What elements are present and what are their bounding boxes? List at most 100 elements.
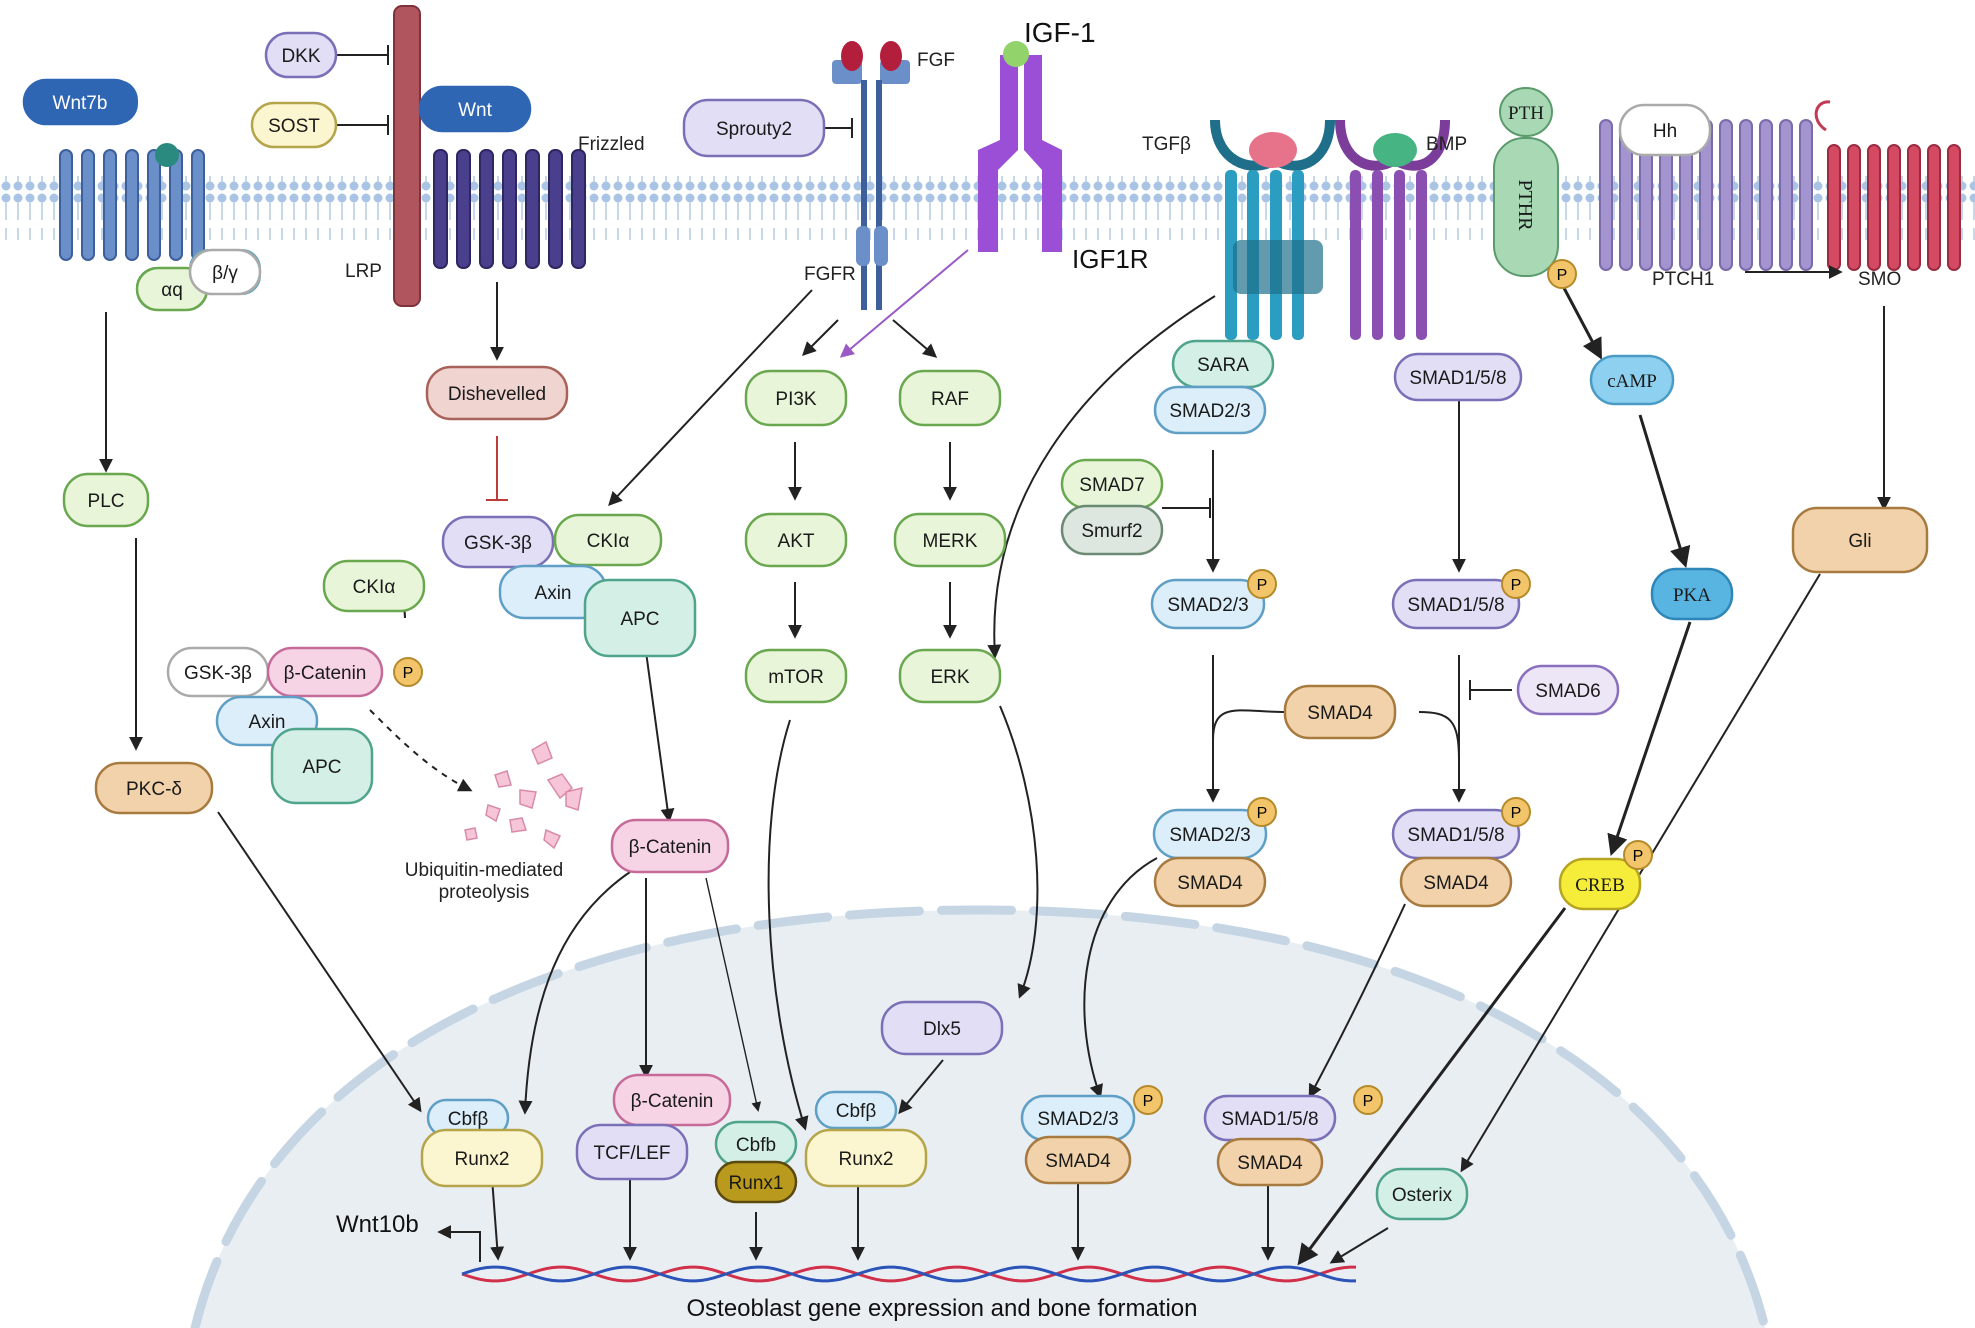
ckia-node-shape bbox=[553, 513, 663, 567]
nuc-smad4-b-node-label: SMAD4 bbox=[1237, 1153, 1303, 1174]
camp-node: cAMP bbox=[1589, 354, 1675, 406]
raf-node: RAF bbox=[898, 369, 1002, 427]
cbfb-small-node-label: Cbfb bbox=[736, 1135, 776, 1156]
pth-ligand: PTH bbox=[1508, 103, 1544, 124]
smad4-complex-node-shape bbox=[1153, 856, 1267, 908]
smad158-phospho-node-label: SMAD1/5/8 bbox=[1407, 595, 1504, 616]
akt-node-label: AKT bbox=[778, 531, 815, 552]
pka-node-shape bbox=[1650, 567, 1734, 621]
phospho-deg-label: P bbox=[403, 665, 414, 682]
nuc-smad4-b-node-shape bbox=[1216, 1137, 1324, 1187]
smad158-node-shape bbox=[1393, 352, 1523, 402]
apc-node: APC bbox=[583, 578, 697, 658]
nucleus bbox=[190, 905, 1770, 1328]
gli-node: Gli bbox=[1791, 506, 1929, 574]
bmp-label: BMP bbox=[1426, 134, 1467, 155]
mtor-node: mTOR bbox=[744, 648, 848, 704]
fgf-label: FGF bbox=[917, 50, 955, 71]
pka-node-label: PKA bbox=[1673, 585, 1711, 606]
pkc-delta-node-shape bbox=[94, 761, 214, 815]
runx2-1-node: Runx2 bbox=[420, 1128, 544, 1188]
smad7-node-label: SMAD7 bbox=[1079, 475, 1144, 496]
igf1r-label: IGF1R bbox=[1072, 244, 1149, 274]
dishevelled-node: Dishevelled bbox=[425, 365, 569, 421]
dkk-inhibitor-label: DKK bbox=[281, 46, 320, 67]
smad158-node-label: SMAD1/5/8 bbox=[1409, 368, 1506, 389]
smad4-bmp-complex-node-shape bbox=[1399, 856, 1513, 908]
deg-ckia-node: CKIα bbox=[322, 559, 426, 613]
runx2-1-node-label: Runx2 bbox=[455, 1149, 510, 1170]
ubiquitin-label-line1: Ubiquitin-mediated bbox=[405, 860, 563, 881]
axin-node-label: Axin bbox=[535, 583, 572, 604]
inhibition-edges bbox=[336, 45, 1512, 700]
camp-node-label: cAMP bbox=[1607, 371, 1657, 392]
g-alpha-q-label: αq bbox=[161, 280, 183, 301]
smad6-node-shape bbox=[1516, 664, 1620, 716]
nuc-smad4-node: SMAD4 bbox=[1024, 1135, 1132, 1185]
nuc-smad158-node-label: SMAD1/5/8 bbox=[1221, 1109, 1318, 1130]
beta-catenin-node: β-Catenin bbox=[610, 818, 730, 874]
osterix-node: Osterix bbox=[1375, 1167, 1469, 1221]
pth-ligand-label: PTH bbox=[1508, 103, 1544, 124]
phospho-deg: P bbox=[393, 657, 423, 687]
hh-ligand-shape bbox=[1618, 103, 1712, 157]
tcf-lef-node-label: TCF/LEF bbox=[593, 1143, 670, 1164]
smad4-complex-node-label: SMAD4 bbox=[1177, 873, 1243, 894]
nuc-beta-catenin-node-shape bbox=[612, 1073, 732, 1127]
runx1-node: Runx1 bbox=[714, 1160, 798, 1204]
nuc-smad158-node: SMAD1/5/8 bbox=[1203, 1094, 1337, 1142]
g-beta-gamma-label: β/γ bbox=[212, 263, 238, 284]
beta-catenin-node-shape bbox=[610, 818, 730, 874]
smad23-node-shape bbox=[1153, 385, 1267, 435]
membrane-labels: Frizzled LRP FGF FGFR IGF-1 IGF1R TGFβ B… bbox=[336, 17, 1901, 1322]
smad4-complex-node: SMAD4 bbox=[1153, 856, 1267, 908]
nuc-smad23-node: SMAD2/3 bbox=[1020, 1094, 1136, 1142]
pathway-edges bbox=[99, 265, 1891, 1266]
deg-ckia-node-label: CKIα bbox=[353, 577, 396, 598]
ligand-wnt7b-label: Wnt7b bbox=[53, 93, 108, 114]
phospho-nuc-smad23-label: P bbox=[1143, 1093, 1154, 1110]
akt-node-shape bbox=[744, 512, 848, 568]
phospho-nuc-smad158: P bbox=[1353, 1085, 1383, 1115]
smad4-bmp-complex-node: SMAD4 bbox=[1399, 856, 1513, 908]
fgfr-label: FGFR bbox=[804, 264, 856, 285]
deg-apc-node: APC bbox=[270, 727, 374, 805]
phospho-creb: P bbox=[1623, 840, 1653, 870]
smurf2-node-shape bbox=[1060, 504, 1164, 556]
igf1r-receptor bbox=[978, 41, 1062, 252]
deg-gsk3b-node-label: GSK-3β bbox=[184, 663, 252, 684]
erk-node-shape bbox=[898, 648, 1002, 704]
smad23-phospho-node-shape bbox=[1150, 578, 1266, 630]
osterix-node-shape bbox=[1375, 1167, 1469, 1221]
smad23-phospho-node: SMAD2/3 bbox=[1150, 578, 1266, 630]
nuc-smad4-b-node: SMAD4 bbox=[1216, 1137, 1324, 1187]
deg-gsk3b-node: GSK-3β bbox=[166, 646, 270, 698]
smad4-node-label: SMAD4 bbox=[1307, 703, 1373, 724]
smad6-node-label: SMAD6 bbox=[1535, 681, 1600, 702]
apc-node-shape bbox=[583, 578, 697, 658]
sost-inhibitor-shape bbox=[250, 101, 338, 149]
igf1-label: IGF-1 bbox=[1024, 17, 1096, 48]
gsk3b-node-shape bbox=[441, 515, 555, 569]
gli-node-label: Gli bbox=[1848, 531, 1871, 552]
smo-receptor bbox=[1814, 100, 1961, 271]
phospho-smad158-c-label: P bbox=[1511, 805, 1522, 822]
cbfb-2-node-label: Cbfβ bbox=[836, 1101, 877, 1122]
runx2-2-node-shape bbox=[804, 1128, 928, 1188]
nuc-smad23-node-label: SMAD2/3 bbox=[1037, 1109, 1118, 1130]
merk-node-label: MERK bbox=[923, 531, 978, 552]
mtor-node-shape bbox=[744, 648, 848, 704]
pka-node: PKA bbox=[1650, 567, 1734, 621]
runx2-1-node-shape bbox=[420, 1128, 544, 1188]
g-beta-gamma: β/γ bbox=[188, 248, 262, 296]
ligand-wnt: Wnt bbox=[418, 85, 532, 133]
gsk3b-node: GSK-3β bbox=[441, 515, 555, 569]
runx2-2-node: Runx2 bbox=[804, 1128, 928, 1188]
smad23-complex-node-label: SMAD2/3 bbox=[1169, 825, 1250, 846]
dkk-inhibitor: DKK bbox=[264, 31, 338, 79]
runx1-node-shape bbox=[714, 1160, 798, 1204]
creb-node-label: CREB bbox=[1575, 875, 1625, 896]
ligand-wnt7b-shape bbox=[22, 78, 138, 126]
smo-label: SMO bbox=[1858, 269, 1901, 290]
nuc-smad4-node-shape bbox=[1024, 1135, 1132, 1185]
